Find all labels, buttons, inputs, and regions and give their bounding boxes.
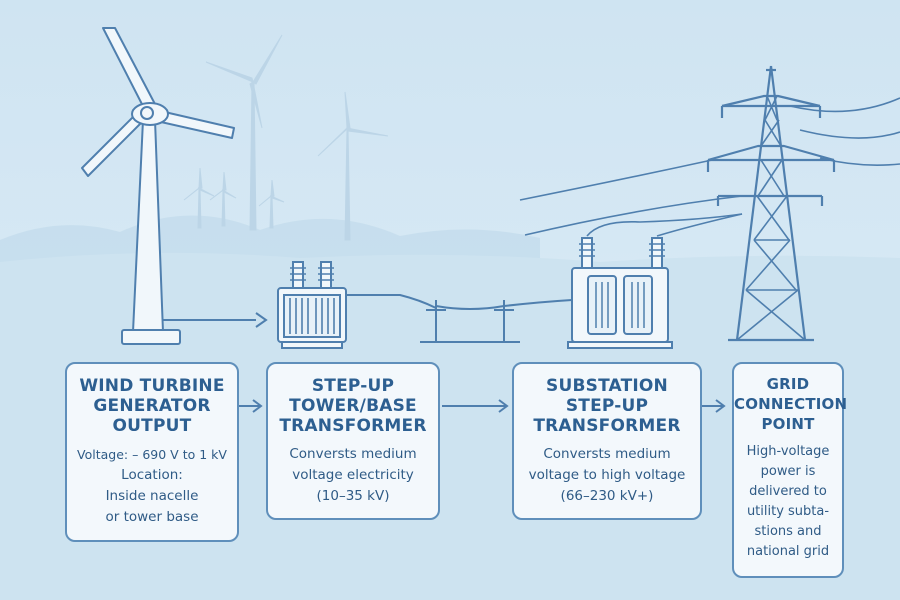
transmission-tower: [706, 65, 836, 342]
substation-transformer-illustration: [567, 237, 673, 349]
box-title: WIND TURBINE GENERATOR OUTPUT: [79, 376, 225, 436]
box-title: SUBSTATION STEP-UP TRANSFORMER: [533, 376, 681, 436]
box-title: GRID CONNECTION POINT: [734, 375, 848, 433]
box-grid-connection-point: GRID CONNECTION POINT High-voltage power…: [732, 362, 848, 578]
box-step-up-tower-base-transformer: STEP-UP TOWER/BASE TRANSFORMER Conversts…: [266, 362, 440, 520]
box-description: Voltage: – 690 V to 1 kV Location: Insid…: [77, 447, 227, 525]
box-substation-step-up-transformer: SUBSTATION STEP-UP TRANSFORMER Conversts…: [512, 362, 702, 520]
tower-base-transformer-illustration: [277, 261, 347, 349]
background-wind-turbines: [183, 34, 389, 241]
box-title: STEP-UP TOWER/BASE TRANSFORMER: [279, 376, 427, 436]
box-description: Conversts medium voltage to high voltage…: [528, 446, 686, 504]
box-description: Conversts medium voltage electricity (10…: [289, 446, 417, 504]
high-voltage-lines: [519, 97, 900, 237]
box-description: High-voltage power is delivered to utili…: [746, 444, 830, 559]
wind-turbine: [81, 27, 235, 345]
medium-voltage-line: [346, 294, 573, 343]
box-wind-turbine-generator-output: WIND TURBINE GENERATOR OUTPUT Voltage: –…: [65, 362, 239, 542]
flow-arrows: [239, 399, 726, 413]
